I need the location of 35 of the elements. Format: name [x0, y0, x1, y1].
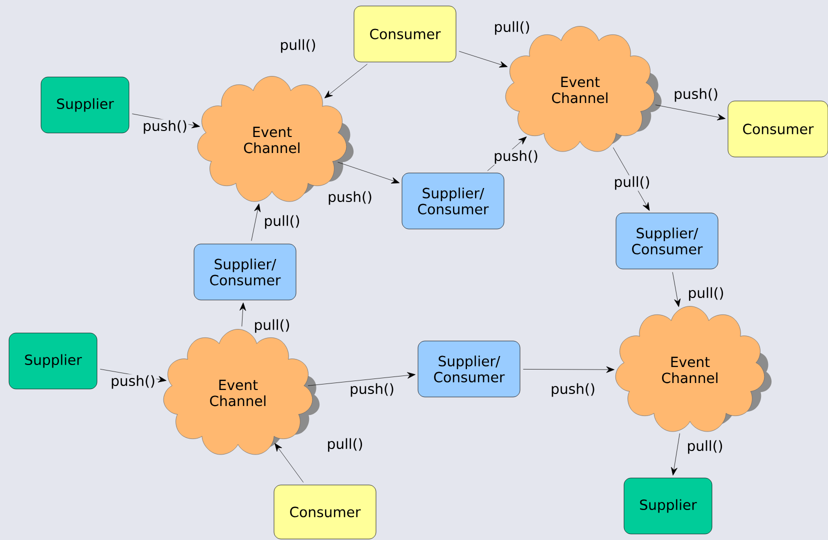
edge-label: push() [492, 149, 540, 165]
edge-label: push() [110, 374, 156, 390]
edge-label: pull() [612, 175, 652, 191]
supplier-consumer-box: Supplier/ Consumer [194, 244, 296, 300]
arrow [612, 147, 650, 211]
event-channel-cloud: Event Channel [615, 306, 772, 432]
arrow [523, 366, 614, 373]
arrow [274, 443, 304, 483]
edge-label: pull() [326, 437, 364, 453]
edge-label: pull() [262, 214, 302, 230]
supplier-consumer-box: Supplier/ Consumer [616, 212, 718, 270]
supplier-box: Supplier [40, 76, 130, 134]
supplier-consumer-box: Supplier/ Consumer [418, 340, 520, 398]
edge-label: pull() [686, 439, 724, 455]
arrow [671, 433, 680, 476]
edge-label: push() [672, 87, 720, 103]
edge-label: push() [142, 119, 188, 135]
edge-label: pull() [686, 286, 726, 302]
arrow [655, 104, 726, 120]
arrow [324, 64, 368, 98]
supplier-consumer-box: Supplier/ Consumer [402, 172, 504, 230]
supplier-box: Supplier [624, 478, 712, 534]
edge-label: push() [550, 382, 596, 398]
arrow [338, 162, 400, 184]
consumer-box: Consumer [728, 100, 828, 158]
arrow [458, 51, 508, 68]
supplier-box: Supplier [8, 332, 98, 390]
edge-label: pull() [278, 38, 318, 54]
consumer-box: Consumer [354, 6, 456, 62]
arrow [240, 302, 246, 327]
arrow [308, 372, 416, 386]
edge-label: push() [348, 382, 396, 398]
arrow [251, 204, 261, 242]
arrow [672, 272, 681, 307]
consumer-box: Consumer [274, 484, 376, 540]
